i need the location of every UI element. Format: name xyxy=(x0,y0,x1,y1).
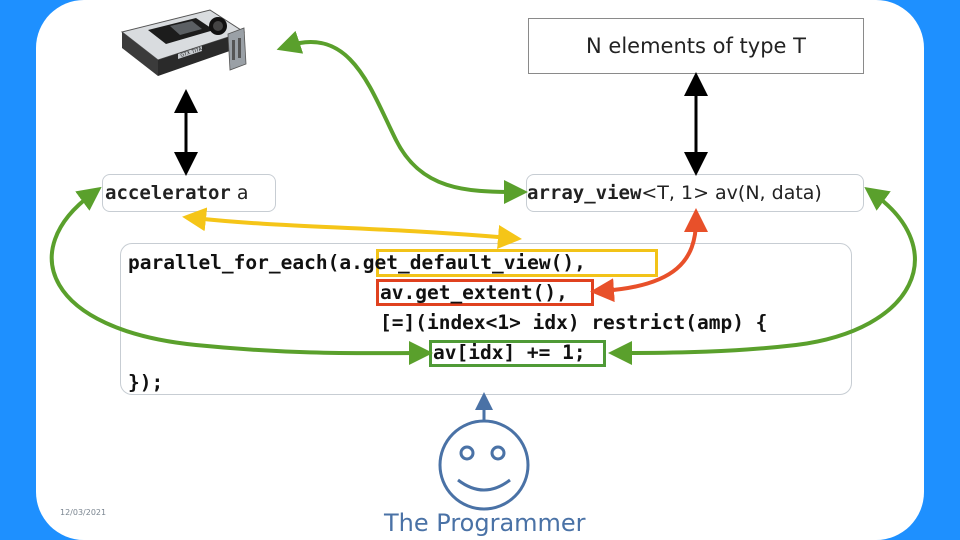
code-call-name: parallel_for_each( xyxy=(128,251,340,274)
increment-statement: av[idx] += 1 xyxy=(433,341,574,364)
code-comma: , xyxy=(556,281,568,304)
code-line-2: av.get_extent(), xyxy=(380,282,568,304)
accelerator-keyword: accelerator xyxy=(105,182,231,204)
gpu-arrayview-green-arrow xyxy=(276,30,528,204)
array-view-box: array_view<T, 1> av(N, data) xyxy=(526,174,864,212)
accelerator-defaultview-yellow-arrow xyxy=(182,207,522,249)
lambda-header: [=](index<1> idx) restrict(amp) { xyxy=(380,311,768,334)
array-view-keyword: array_view xyxy=(527,182,642,204)
extent-call: av.get_extent() xyxy=(380,281,557,304)
code-closing: }); xyxy=(128,371,164,394)
code-line-1: parallel_for_each(a.get_default_view(), xyxy=(128,252,586,274)
code-line-5: }); xyxy=(128,372,163,394)
code-semicolon: ; xyxy=(573,341,586,364)
programmer-label: The Programmer xyxy=(384,509,586,537)
programmer-smiley-icon xyxy=(438,419,530,511)
slide-date: 12/03/2021 xyxy=(60,508,107,517)
accelerator-name: a xyxy=(230,182,249,204)
accelerator-box: accelerator a xyxy=(102,174,276,212)
code-line-4: av[idx] += 1; xyxy=(433,342,586,364)
n-elements-label: N elements of type T xyxy=(586,34,806,58)
code-line-3: [=](index<1> idx) restrict(amp) { xyxy=(380,312,767,334)
array-view-args: <T, 1> av(N, data) xyxy=(641,182,822,204)
code-comma: , xyxy=(574,251,586,274)
gpu-card-image: GTX TITAN xyxy=(120,9,247,76)
n-elements-box: N elements of type T xyxy=(528,18,864,74)
default-view-call: a.get_default_view() xyxy=(339,251,575,274)
slide-canvas: GTX TITAN N elements of type T accelerat… xyxy=(36,0,924,540)
